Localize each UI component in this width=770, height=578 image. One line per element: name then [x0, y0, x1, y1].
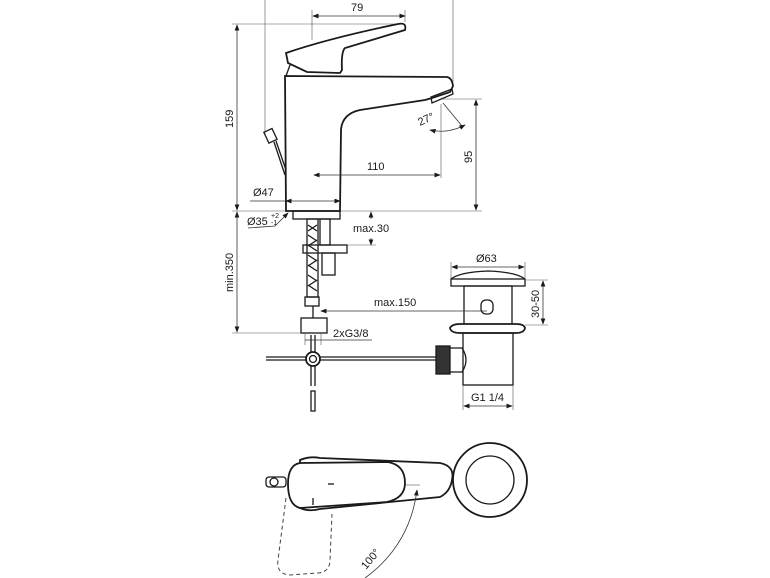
supply-hoses [292, 210, 348, 334]
waste-rod [266, 335, 436, 412]
dim-hole-tol-minus: -1 [271, 220, 277, 227]
faucet-top-view [265, 442, 528, 578]
dim-spout-height: 95 [463, 151, 475, 163]
dim-total-height: 159 [224, 110, 236, 128]
dim-connection: 2xG3/8 [333, 328, 368, 340]
dim-min-hose: min.350 [224, 253, 236, 292]
dim-max-deck: max.30 [353, 223, 389, 235]
dim-drain-thread: G1 1/4 [471, 392, 504, 404]
dim-handle-length: 79 [351, 2, 363, 14]
dim-spout-reach: 110 [367, 161, 385, 173]
dim-hole-diameter: Ø35 [247, 216, 268, 228]
dim-lever-rotation: 100° [359, 547, 383, 572]
dim-base-diameter: Ø47 [253, 187, 274, 199]
dimension-lines [232, 13, 548, 410]
dim-hole-tol-plus: +2 [271, 213, 279, 220]
dim-drain-diameter: Ø63 [476, 253, 497, 265]
drain-side-view [435, 270, 526, 386]
dim-spout-angle: 27° [416, 111, 436, 129]
extension-lines [232, 0, 482, 212]
dim-max-rod: max.150 [374, 297, 416, 309]
dim-drain-range: 30-50 [530, 290, 542, 318]
faucet-side-view [262, 22, 466, 212]
